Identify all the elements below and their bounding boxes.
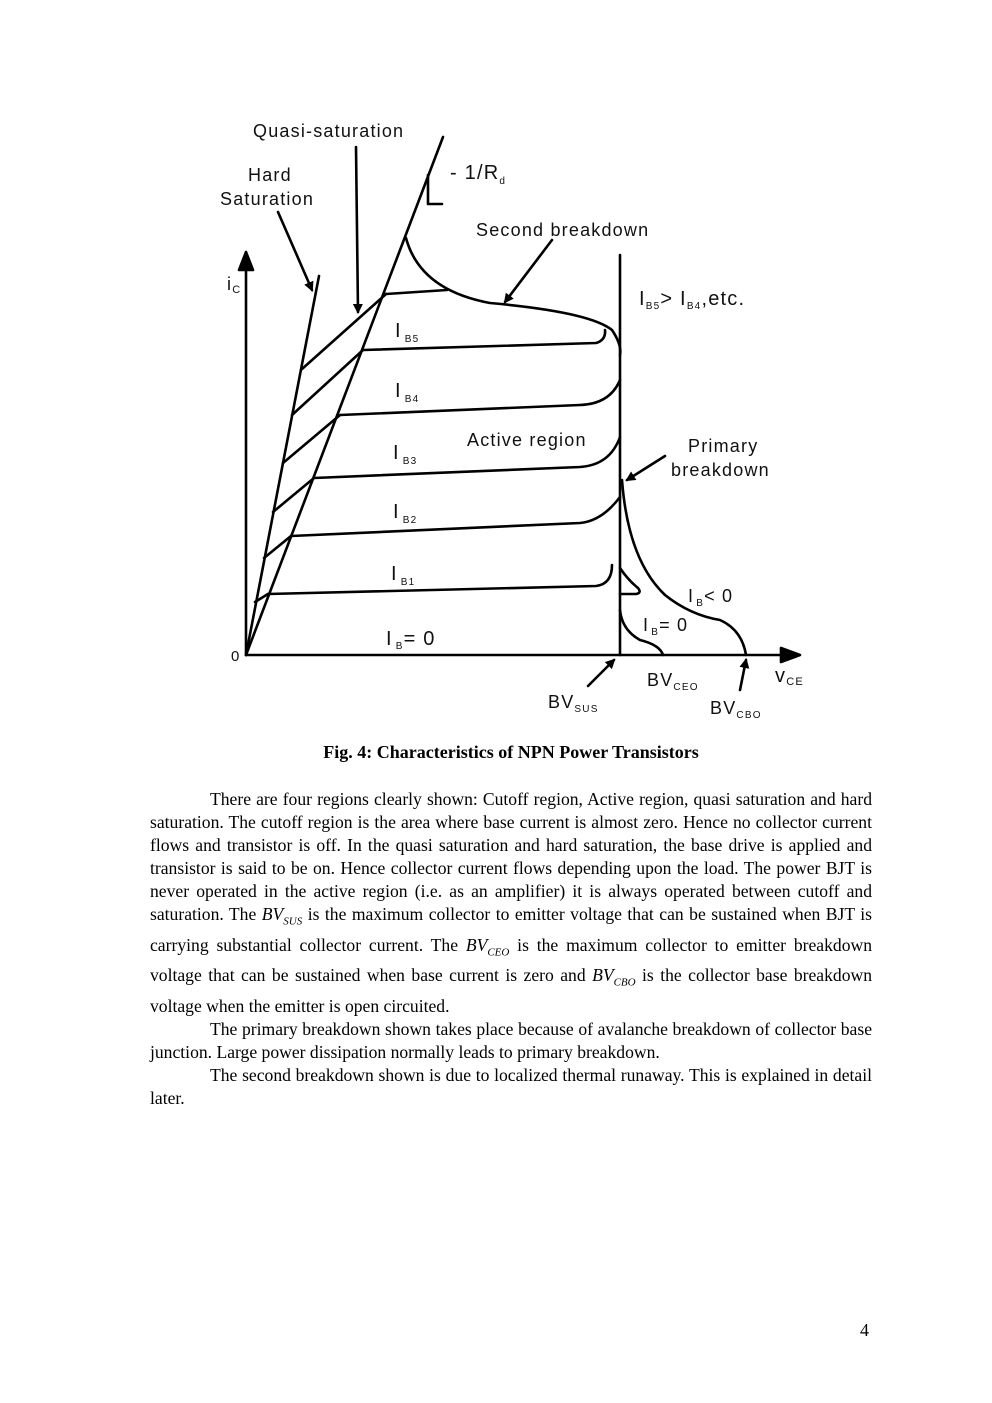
ib6-curve <box>384 288 449 296</box>
ib2-curve <box>289 495 622 538</box>
primary-breakdown-label-2: breakdown <box>671 460 770 480</box>
bvceo-label: BVCEO <box>647 670 699 693</box>
hard-saturation-label-2: Saturation <box>220 189 314 209</box>
ib3-curve <box>312 435 622 480</box>
quasi-saturation-arrow-icon <box>352 145 363 314</box>
bvcbo-symbol: BVCBO <box>592 965 636 989</box>
second-breakdown-curve <box>404 236 622 357</box>
ic-axis-label: iC <box>227 274 241 296</box>
ib5-curve <box>361 328 607 352</box>
ib4-curve <box>338 378 622 417</box>
ib-negative-curve <box>620 478 748 657</box>
bvceo-symbol: BVCEO <box>465 934 510 959</box>
hard-saturation-arrow-icon <box>276 210 314 292</box>
hard-saturation-label-1: Hard <box>248 165 292 185</box>
paragraph-second-breakdown: The second breakdown shown is due to loc… <box>150 1064 872 1108</box>
origin-label: 0 <box>231 648 241 665</box>
hard-saturation-line <box>244 274 321 657</box>
vce-axis-label: vCE <box>775 665 804 688</box>
body-text: There are four regions clearly shown: Cu… <box>150 788 872 1110</box>
bvcbo-label: BVCBO <box>710 698 762 721</box>
primary-breakdown-arrow-icon <box>625 454 667 482</box>
page-number: 4 <box>860 1320 869 1340</box>
paragraph-primary-breakdown: The primary breakdown shown takes place … <box>150 1018 872 1062</box>
bvcbo-arrow-icon <box>738 658 750 692</box>
slope-label: - 1/Rd <box>450 162 506 187</box>
ib1-curve <box>266 563 614 596</box>
quasi-saturation-label: Quasi-saturation <box>253 121 404 141</box>
iv-characteristics-diagram: Quasi-saturation Hard Saturation - 1/Rd … <box>220 121 804 721</box>
bvsus-arrow-icon <box>586 658 616 688</box>
second-breakdown-label: Second breakdown <box>476 220 649 240</box>
quasi-saturation-line <box>244 135 445 657</box>
bvsus-symbol: BVSUS <box>261 904 303 928</box>
paragraph-regions: There are four regions clearly shown: Cu… <box>150 789 872 1016</box>
slope-triangle <box>426 173 444 206</box>
primary-breakdown-label-1: Primary <box>688 436 758 456</box>
ib-zero-breakdown-curve <box>618 608 665 657</box>
vce-axis-arrow-icon <box>779 646 802 664</box>
ib-order-label: IB5> IB4,etc. <box>639 288 745 312</box>
bvsus-label: BVSUS <box>548 692 599 715</box>
npn-characteristics-figure: Quasi-saturation Hard Saturation - 1/Rd … <box>220 121 804 721</box>
ic-axis-arrow-icon <box>237 250 255 272</box>
active-region-label: Active region <box>467 430 587 450</box>
second-breakdown-arrow-icon <box>503 238 554 304</box>
figure-caption: Fig. 4: Characteristics of NPN Power Tra… <box>323 742 699 762</box>
